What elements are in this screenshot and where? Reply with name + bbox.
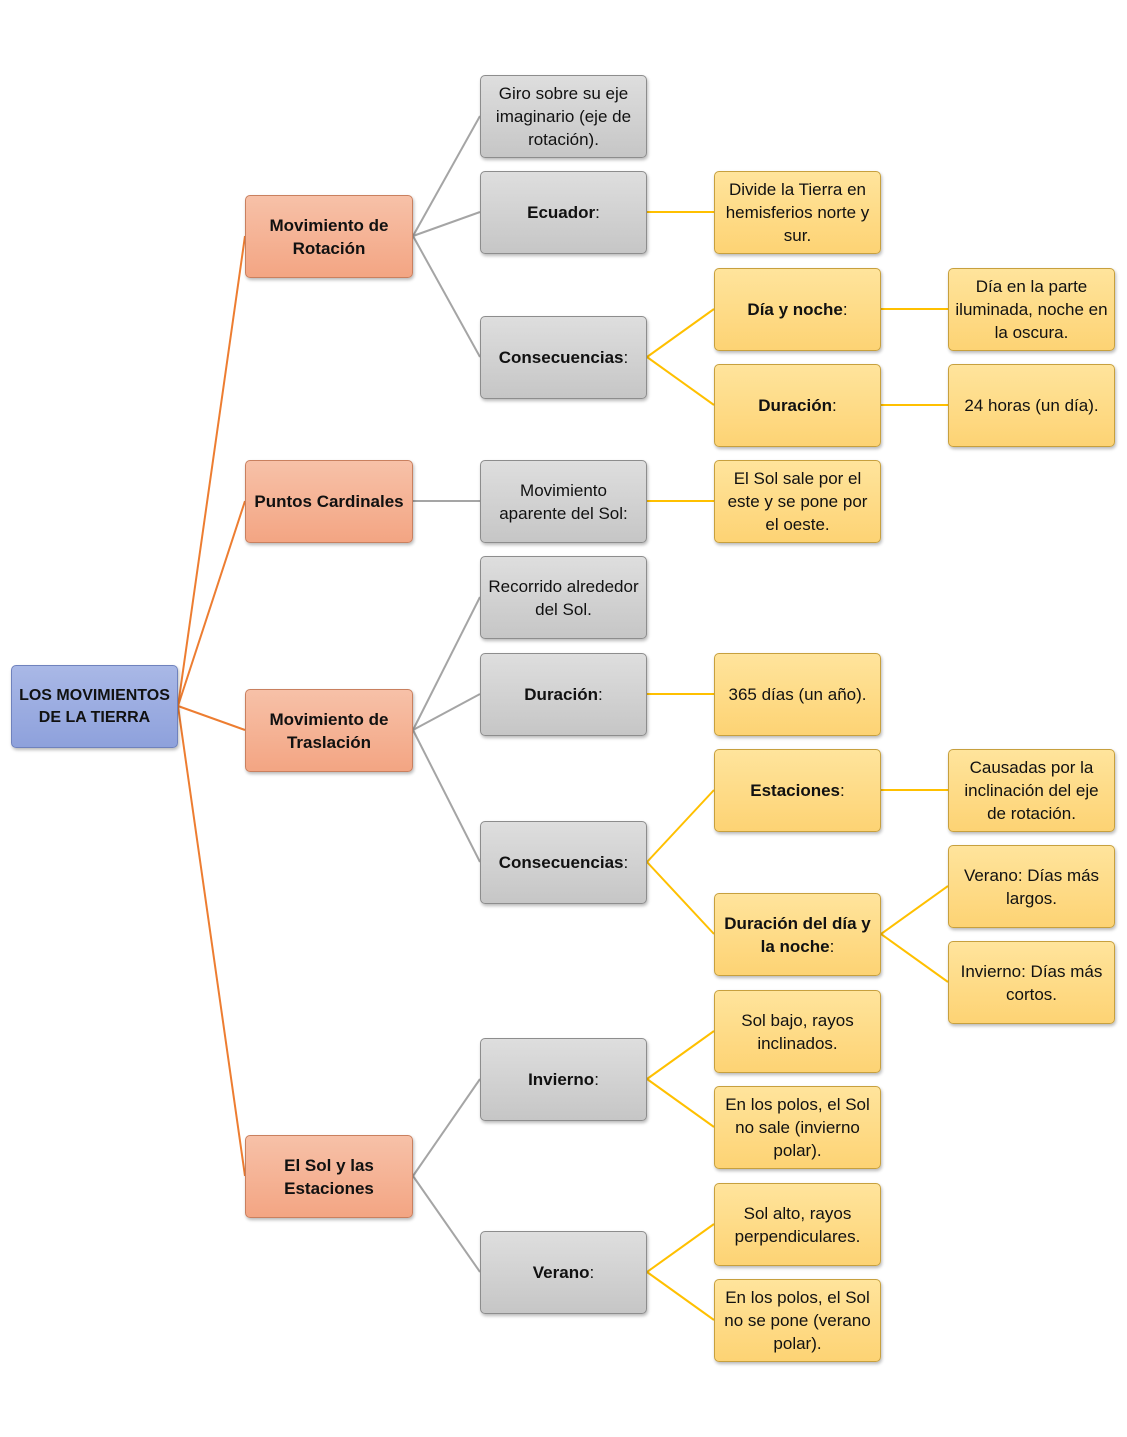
node-movimiento-aparente: Movimiento aparente del Sol: [480, 460, 647, 543]
link-durdia-verano [880, 885, 949, 935]
link-root-sol [177, 705, 246, 1177]
node-verano-d1: Sol alto, rayos perpendiculares. [714, 1183, 881, 1266]
link-root-traslacion [177, 705, 246, 731]
link-rot-ecuador [412, 211, 481, 237]
link-inv-d2 [646, 1078, 715, 1128]
link-ver-d1 [646, 1223, 715, 1273]
node-duracion-traslacion: Duración: [480, 653, 647, 736]
node-cardinales-detail: El Sol sale por el este y se pone por el… [714, 460, 881, 543]
node-duracion-dia-noche: Duración del día y la noche: [714, 893, 881, 976]
node-duracion-rotacion: Duración: [714, 364, 881, 447]
node-verano-d2: En los polos, el Sol no se pone (verano … [714, 1279, 881, 1362]
node-invierno-d2: En los polos, el Sol no sale (invierno p… [714, 1086, 881, 1169]
node-puntos-cardinales: Puntos Cardinales [245, 460, 413, 543]
link-ver-d2 [646, 1271, 715, 1321]
node-verano-dias: Verano: Días más largos. [948, 845, 1115, 928]
root-node: LOS MOVIMIENTOS DE LA TIERRA [11, 665, 178, 748]
node-ecuador-detail: Divide la Tierra en hemisferios norte y … [714, 171, 881, 254]
node-invierno-dias: Invierno: Días más cortos. [948, 941, 1115, 1024]
node-duracion-traslacion-detail: 365 días (un año). [714, 653, 881, 736]
node-recorrido: Recorrido alrededor del Sol. [480, 556, 647, 639]
link-tras-duracion [412, 693, 481, 731]
link-tras-recorrido [412, 596, 481, 731]
link-root-cardinales [177, 500, 246, 707]
node-dia-noche: Día y noche: [714, 268, 881, 351]
link-root-rotacion [177, 235, 246, 707]
node-duracion-rotacion-detail: 24 horas (un día). [948, 364, 1115, 447]
link-consec2-est [646, 789, 715, 863]
link-consec-dia [646, 308, 715, 358]
node-consecuencias-traslacion: Consecuencias: [480, 821, 647, 904]
node-invierno: Invierno: [480, 1038, 647, 1121]
link-consec2-durdia [646, 861, 715, 935]
link-consec-dur [646, 356, 715, 406]
node-ecuador: Ecuador: [480, 171, 647, 254]
link-rot-giro [412, 115, 481, 237]
node-movimiento-rotacion: Movimiento de Rotación [245, 195, 413, 278]
node-verano: Verano: [480, 1231, 647, 1314]
link-sol-verano [412, 1175, 481, 1273]
node-giro: Giro sobre su eje imaginario (eje de rot… [480, 75, 647, 158]
node-estaciones: Estaciones: [714, 749, 881, 832]
node-movimiento-traslacion: Movimiento de Traslación [245, 689, 413, 772]
node-consecuencias-rotacion: Consecuencias: [480, 316, 647, 399]
node-sol-estaciones: El Sol y las Estaciones [245, 1135, 413, 1218]
link-rot-consec [412, 235, 481, 358]
node-estaciones-detail: Causadas por la inclinación del eje de r… [948, 749, 1115, 832]
link-sol-invierno [412, 1078, 481, 1177]
link-inv-d1 [646, 1030, 715, 1080]
link-tras-consec [412, 729, 481, 863]
link-durdia-invierno [880, 933, 949, 983]
node-invierno-d1: Sol bajo, rayos inclinados. [714, 990, 881, 1073]
node-dia-noche-detail: Día en la parte iluminada, noche en la o… [948, 268, 1115, 351]
